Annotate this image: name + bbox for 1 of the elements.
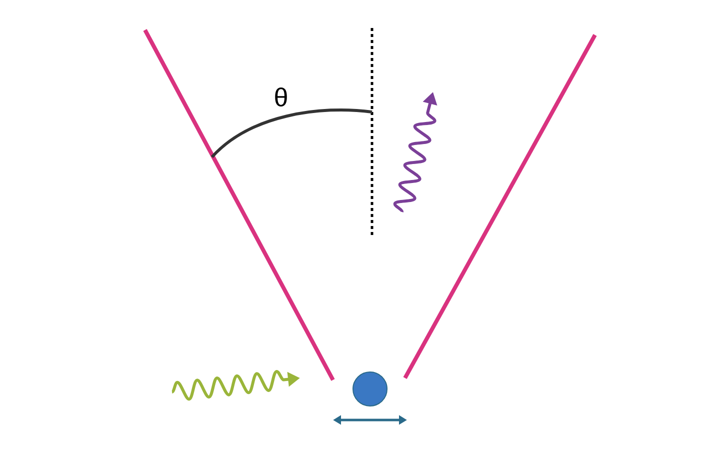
angle-label: θ (275, 87, 287, 107)
